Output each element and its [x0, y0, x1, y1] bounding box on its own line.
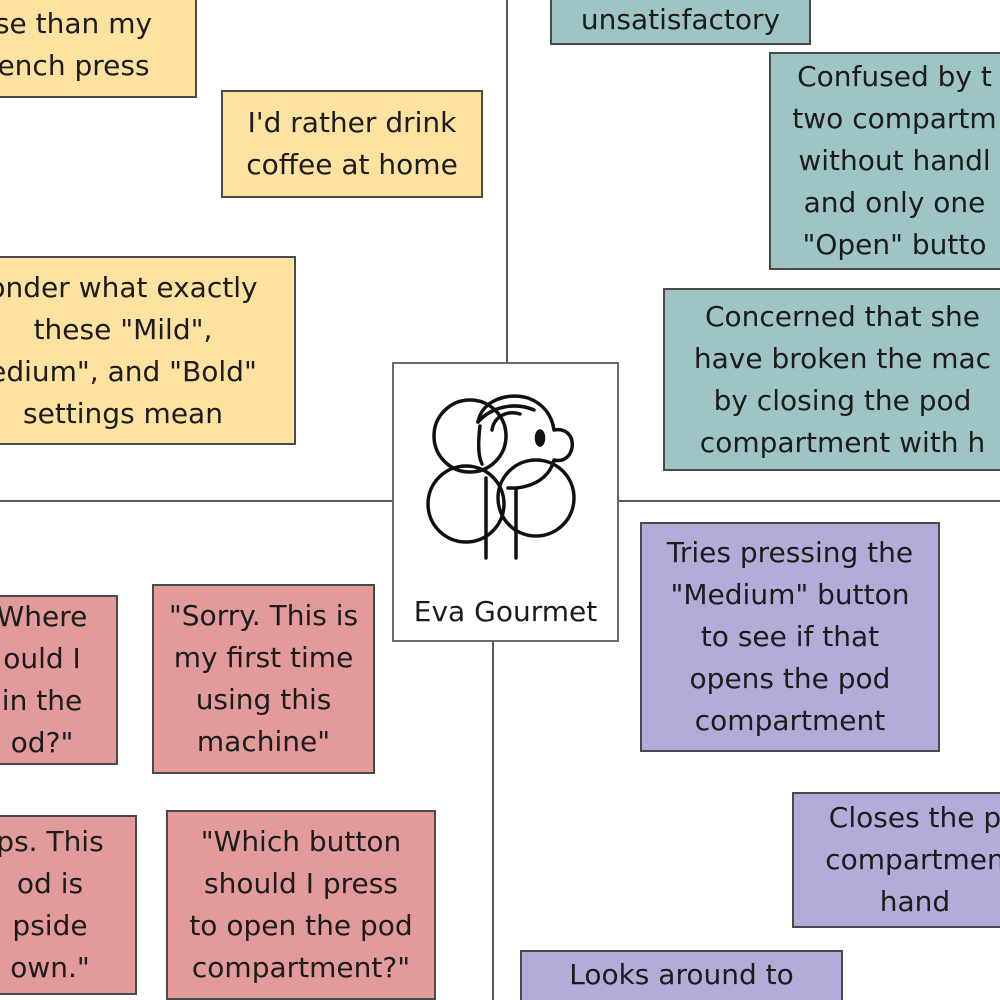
divider-right-horizontal [619, 500, 1000, 502]
sticky-note-text: onder what exactly these "Mild", edium",… [0, 270, 258, 430]
sticky-note-thinks[interactable]: I'd rather drink coffee at home [221, 90, 483, 198]
sticky-note-does[interactable]: Tries pressing the "Medium" button to se… [640, 522, 940, 752]
sticky-note-text: Where ould I in the od?" [0, 600, 88, 759]
sticky-note-text: Tries pressing the "Medium" button to se… [666, 536, 914, 737]
sticky-note-text: "Which button should I press to open the… [189, 825, 413, 984]
sticky-note-text: unsatisfactory [580, 2, 781, 36]
sticky-note-says[interactable]: Where ould I in the od?" [0, 595, 118, 765]
sticky-note-text: se than my ench press [0, 7, 153, 82]
woman-avatar-icon [426, 394, 576, 560]
sticky-note-says[interactable]: ps. This od is pside own." [0, 815, 137, 995]
sticky-note-text: Closes the p compartmen hand [825, 801, 1000, 918]
persona-card: Eva Gourmet [392, 362, 619, 642]
sticky-note-feels[interactable]: unsatisfactory [550, 0, 811, 45]
sticky-note-text: Confused by t two compartm without handl… [792, 60, 997, 261]
sticky-note-thinks[interactable]: se than my ench press [0, 0, 197, 98]
sticky-note-text: ps. This od is pside own." [0, 825, 104, 984]
sticky-note-text: "Sorry. This is my first time using this… [168, 599, 359, 758]
sticky-note-feels[interactable]: Confused by t two compartm without handl… [769, 52, 1000, 270]
divider-bottom-vertical [492, 642, 494, 1000]
sticky-note-does[interactable]: Closes the p compartmen hand [792, 792, 1000, 928]
sticky-note-text: I'd rather drink coffee at home [246, 106, 458, 181]
sticky-note-does[interactable]: Looks around to [520, 950, 843, 1000]
sticky-note-feels[interactable]: Concerned that she have broken the mac b… [663, 288, 1000, 471]
divider-left-horizontal [0, 500, 392, 502]
persona-name: Eva Gourmet [413, 595, 598, 628]
sticky-note-text: Concerned that she have broken the mac b… [693, 299, 992, 459]
divider-top-vertical [506, 0, 508, 362]
sticky-note-says[interactable]: "Sorry. This is my first time using this… [152, 584, 375, 774]
sticky-note-text: Looks around to [569, 958, 794, 991]
sticky-note-says[interactable]: "Which button should I press to open the… [166, 810, 436, 1000]
sticky-note-thinks[interactable]: onder what exactly these "Mild", edium",… [0, 256, 296, 445]
